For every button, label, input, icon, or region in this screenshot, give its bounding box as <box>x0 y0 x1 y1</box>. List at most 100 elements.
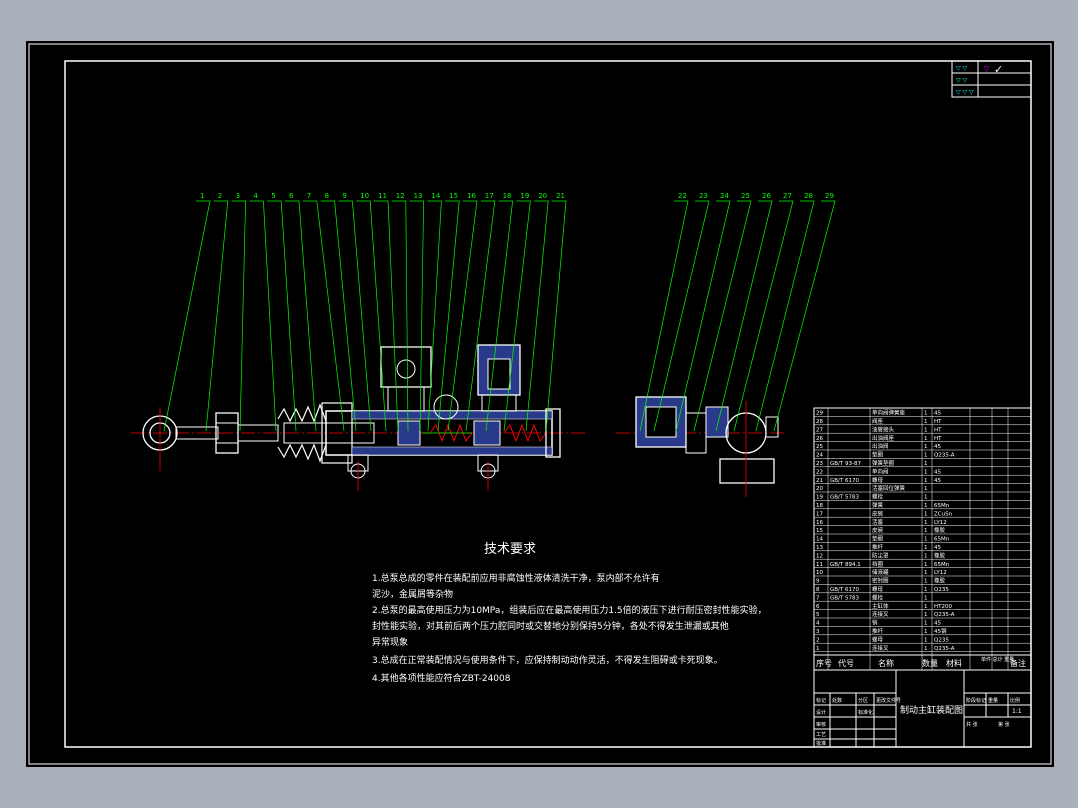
bom-cell-seq: 19 <box>816 495 823 501</box>
bom-cell-mat: 45钢 <box>934 627 947 635</box>
svg-text:▽: ▽ <box>984 65 990 73</box>
balloon-leader <box>693 200 752 432</box>
tb-label: 比例 <box>1010 697 1020 704</box>
tb-label: 阶段标记 <box>966 697 986 704</box>
bom-cell-name: 皮碗 <box>872 526 884 534</box>
balloon-number: 27 <box>783 192 792 200</box>
tech-req-line: 泥沙，金属屑等杂物 <box>372 588 453 600</box>
bom-cell-seq: 1 <box>816 646 820 652</box>
bom-cell-name: 螺栓 <box>872 593 884 601</box>
bom-cell-name: 螺母 <box>872 476 884 484</box>
bom-header-weight: 单件 总计 重量 <box>981 656 1014 663</box>
bom-cell-seq: 11 <box>816 562 823 568</box>
bom-cell-name: 密封圈 <box>872 577 889 585</box>
bom-cell-name: 油管接头 <box>872 425 895 433</box>
bom-cell-qty: 1 <box>924 511 928 517</box>
bom-header-material: 材料 <box>946 658 962 668</box>
bom-cell-qty: 1 <box>924 629 928 635</box>
tb-label: 工艺 <box>816 732 826 738</box>
bom-cell-seq: 21 <box>816 478 823 484</box>
bom-cell-seq: 23 <box>816 461 823 467</box>
balloon-number: 8 <box>325 192 329 200</box>
bom-header-name: 名称 <box>878 658 894 668</box>
bom-cell-qty: 1 <box>924 646 928 652</box>
bom-cell-seq: 20 <box>816 486 823 492</box>
balloon-leader <box>391 200 409 432</box>
balloon-number: 3 <box>236 192 240 200</box>
bom-cell-qty: 1 <box>924 637 928 643</box>
bom-cell-code: GB/T 5783 <box>830 495 859 501</box>
bom-cell-name: 单向阀 <box>872 467 889 475</box>
balloon-leader <box>163 200 211 432</box>
bom-cell-code: GB/T 6170 <box>830 478 859 484</box>
bom-cell-mat: HT <box>934 419 942 425</box>
tb-label: 标记 <box>816 697 826 704</box>
bom-cell-mat: ZCuSn <box>934 511 953 517</box>
bom-cell-qty: 1 <box>924 503 928 509</box>
bom-cell-seq: 26 <box>816 436 823 442</box>
bom-cell-name: 防尘罩 <box>872 551 889 559</box>
bom-cell-mat: Q235-A <box>934 646 955 652</box>
tb-label: 处数 <box>832 697 842 704</box>
bom-cell-name: 活塞 <box>872 518 884 526</box>
bom-cell-seq: 13 <box>816 545 823 551</box>
bom-cell-seq: 17 <box>816 511 823 517</box>
bom-cell-name: 主缸体 <box>872 602 889 610</box>
balloon-number: 20 <box>538 192 547 200</box>
tech-req-line: 2.总泵的最高使用压力为10MPa，组装后应在最高使用压力1.5倍的液压下进行耐… <box>372 604 767 616</box>
balloon-number: 15 <box>449 192 458 200</box>
bom-cell-qty: 1 <box>924 579 928 585</box>
bom-cell-qty: 1 <box>924 621 928 627</box>
bom-cell-mat: 45 <box>934 444 941 450</box>
svg-text:▽ ▽: ▽ ▽ <box>956 77 968 84</box>
balloon-leader <box>503 200 531 432</box>
balloon-number: 24 <box>720 192 729 200</box>
bom-cell-seq: 25 <box>816 444 823 450</box>
bom-cell-name: 螺母 <box>872 585 884 593</box>
bom-cell-qty: 1 <box>924 595 928 601</box>
tech-req-line: 封性能实验，对其前后两个压力腔同时或交替地分别保持5分钟，各处不得发生泄漏或其他 <box>372 620 729 632</box>
bom-cell-mat: 橡胶 <box>934 577 946 585</box>
balloon-number: 9 <box>342 192 346 200</box>
tb-label: 批准 <box>816 740 826 747</box>
balloon-leader <box>485 200 513 432</box>
balloon-leader <box>267 200 297 432</box>
drawing-sheet: ▽ ▽ ▽ ▽ ▽ ▽ ▽ ▽ ✓ <box>26 41 1054 767</box>
bom-cell-seq: 29 <box>816 411 823 417</box>
bom-cell-qty: 1 <box>924 419 928 425</box>
tech-req-title: 技术要求 <box>484 542 536 557</box>
title-block: 标记 处数 分区 更改文件号 设计 标准化 阶段标记 重量 比例 1:1 审核 … <box>813 669 1032 748</box>
bom-cell-mat: 45 <box>934 411 941 417</box>
tech-req-line: 异常现象 <box>372 636 408 648</box>
balloon-leader <box>639 200 689 432</box>
balloon-leader <box>653 200 710 432</box>
bom-cell-qty: 1 <box>924 528 928 534</box>
bom-cell-qty: 1 <box>924 411 928 417</box>
bom-cell-name: 挡圈 <box>872 560 884 568</box>
bom-cell-qty: 1 <box>924 461 928 467</box>
bom-cell-mat: Q235 <box>934 637 949 643</box>
balloon-number: 26 <box>762 192 771 200</box>
balloon-leader <box>675 200 731 432</box>
balloon-leader <box>465 200 496 432</box>
bom-cell-code: GB/T 894.1 <box>830 562 861 568</box>
bom-cell-seq: 2 <box>816 637 820 643</box>
bom-cell-mat: HT <box>934 427 942 433</box>
balloon-number: 25 <box>741 192 750 200</box>
bom-cell-mat: LY12 <box>934 570 947 576</box>
tb-label: 分区 <box>858 697 868 704</box>
bom-cell-mat: HT200 <box>934 604 952 610</box>
check-icon: ✓ <box>994 63 1003 76</box>
bom-cell-name: 弹簧 <box>872 501 884 509</box>
balloon-leader <box>525 200 549 432</box>
tech-req-line: 3.总成在正常装配情况与使用条件下，应保持制动动作灵活，不得发生阻碍或卡死现象。 <box>372 654 723 666</box>
balloon-leader <box>447 200 478 432</box>
balloon-number: 7 <box>307 192 311 200</box>
bom-header-note: 备注 <box>1010 658 1026 668</box>
balloon-leader <box>231 200 246 432</box>
bom-cell-qty: 1 <box>924 612 928 618</box>
svg-text:▽ ▽: ▽ ▽ <box>956 65 968 72</box>
balloon-number: 10 <box>360 192 369 200</box>
